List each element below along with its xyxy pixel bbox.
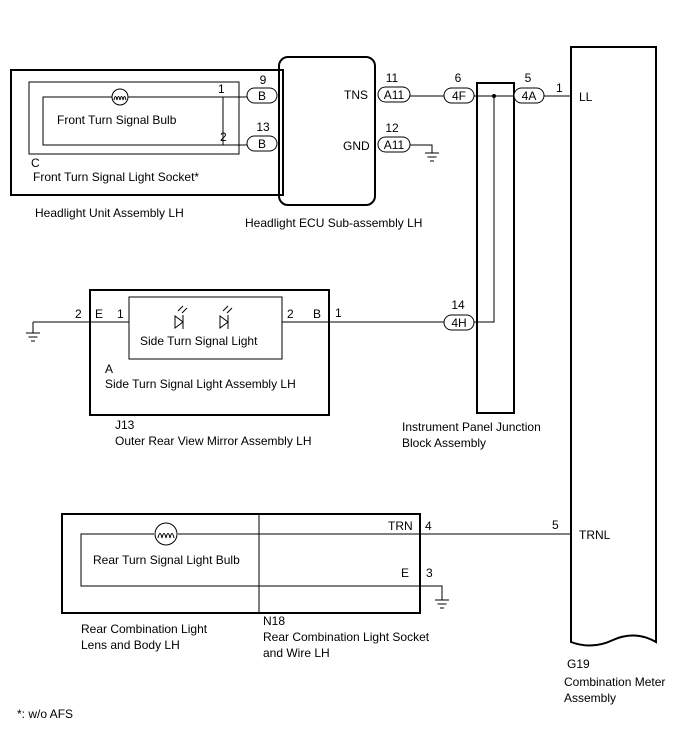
front-bulb-box (42, 96, 224, 146)
headlight-unit-assembly: Front Turn Signal Bulb 1 2 C Front Turn … (10, 69, 284, 220)
ecu-pin-12: 12 (385, 121, 399, 135)
ground-icon-mirror (26, 322, 40, 342)
rear-bulb-label: Rear Turn Signal Light Bulb (93, 553, 240, 567)
ecu-tns-label: TNS (344, 88, 368, 102)
front-socket-outline (28, 81, 240, 155)
junction-block-label-1: Instrument Panel Junction (402, 420, 541, 434)
rear-socket-label-1: Rear Combination Light Socket (263, 630, 430, 644)
headlight-ecu-label: Headlight ECU Sub-assembly LH (245, 216, 422, 230)
mirror-assembly-outline (89, 289, 330, 416)
side-light-assembly-label: Side Turn Signal Light Assembly LH (105, 377, 296, 391)
front-socket-pin-2: 2 (220, 130, 227, 144)
mirror-label: Outer Rear View Mirror Assembly LH (115, 434, 312, 448)
mirror-assembly: Side Turn Signal Light 2 E 1 2 B 1 A Sid… (26, 289, 444, 448)
rear-bulb-icon (154, 522, 178, 546)
junction-block-outline (476, 82, 515, 414)
meter-ll-label: LL (579, 90, 593, 104)
rear-trn-label: TRN (388, 519, 413, 533)
ecu-pin-13: 13 (256, 120, 270, 134)
side-light-label: Side Turn Signal Light (140, 334, 258, 348)
ecu-ground-icon (425, 152, 439, 162)
rear-lens-label-2: Lens and Body LH (81, 638, 180, 652)
jb-conn-4h-label: 4H (451, 316, 466, 330)
rear-pin-4: 4 (425, 519, 432, 533)
mirror-pin-b-inner: 2 (287, 307, 294, 321)
ecu-pin-9: 9 (260, 73, 267, 87)
headlight-unit-label: Headlight Unit Assembly LH (35, 206, 184, 220)
ecu-gnd-label: GND (343, 139, 370, 153)
mirror-pin-e-inner: 1 (117, 307, 124, 321)
mirror-code: J13 (115, 418, 135, 432)
front-bulb-icon (111, 88, 129, 106)
mirror-pin-b-outer: 1 (335, 306, 342, 320)
jb-internal-wire (474, 96, 495, 323)
ecu-conn-b-bottom-label: B (258, 137, 266, 151)
meter-trnl-label: TRNL (579, 528, 611, 542)
rear-combination-light: Rear Turn Signal Light Bulb TRN 4 E 3 Re… (61, 513, 571, 660)
led-icon-1 (174, 305, 188, 329)
junction-block: 4F 6 4A 5 4H 14 Instrument Panel Junctio… (402, 71, 571, 450)
rear-pin-3: 3 (426, 566, 433, 580)
combination-meter-outline (570, 46, 657, 647)
headlight-unit-outline (10, 69, 284, 196)
ecu-conn-b-top-label: B (258, 89, 266, 103)
meter-label-2: Assembly (564, 691, 616, 705)
side-light-box (128, 296, 283, 360)
ecu-conn-a11-tns (377, 86, 411, 103)
ecu-pin-11: 11 (386, 71, 399, 85)
front-socket-code: C (31, 156, 40, 170)
rear-lens-outline (61, 513, 421, 614)
mirror-e-label: E (95, 307, 103, 321)
mirror-pin-e-outer: 2 (75, 307, 82, 321)
front-socket-pin-1: 1 (218, 82, 225, 96)
rear-socket-label-2: and Wire LH (263, 646, 330, 660)
front-bulb-label: Front Turn Signal Bulb (57, 113, 177, 127)
combination-meter: 1 LL 5 TRNL G19 Combination Meter Assemb… (552, 46, 665, 705)
footnote: *: w/o AFS (17, 707, 73, 721)
rear-ground-icon (435, 599, 449, 609)
headlight-ecu: B 9 B 13 TNS GND A11 11 A11 12 Headlight… (245, 56, 439, 230)
junction-block-label-2: Block Assembly (402, 436, 486, 450)
headlight-ecu-outline (278, 56, 376, 206)
side-light-assembly-code: A (105, 362, 113, 376)
jb-conn-4f-label: 4F (452, 89, 466, 103)
front-socket-label: Front Turn Signal Light Socket* (33, 170, 199, 184)
rear-socket-code: N18 (263, 614, 285, 628)
ecu-conn-a11-tns-label: A11 (384, 88, 405, 102)
ecu-conn-b-top (246, 87, 278, 104)
jb-pin-14: 14 (451, 298, 465, 312)
jb-conn-4a-label: 4A (522, 89, 537, 103)
led-icon-2 (219, 305, 233, 329)
mirror-b-label: B (313, 307, 321, 321)
meter-code: G19 (567, 657, 590, 671)
meter-label-1: Combination Meter (564, 675, 665, 689)
rear-bulb-return (80, 533, 420, 587)
jb-pin-5: 5 (525, 71, 532, 85)
ecu-conn-a11-gnd-label: A11 (384, 138, 405, 152)
jb-pin-6: 6 (455, 71, 462, 85)
rear-lens-label-1: Rear Combination Light (81, 622, 208, 636)
rear-e-label: E (401, 566, 409, 580)
meter-pin-1: 1 (556, 81, 563, 95)
ecu-conn-b-bottom (246, 135, 278, 152)
meter-pin-5: 5 (552, 518, 559, 532)
